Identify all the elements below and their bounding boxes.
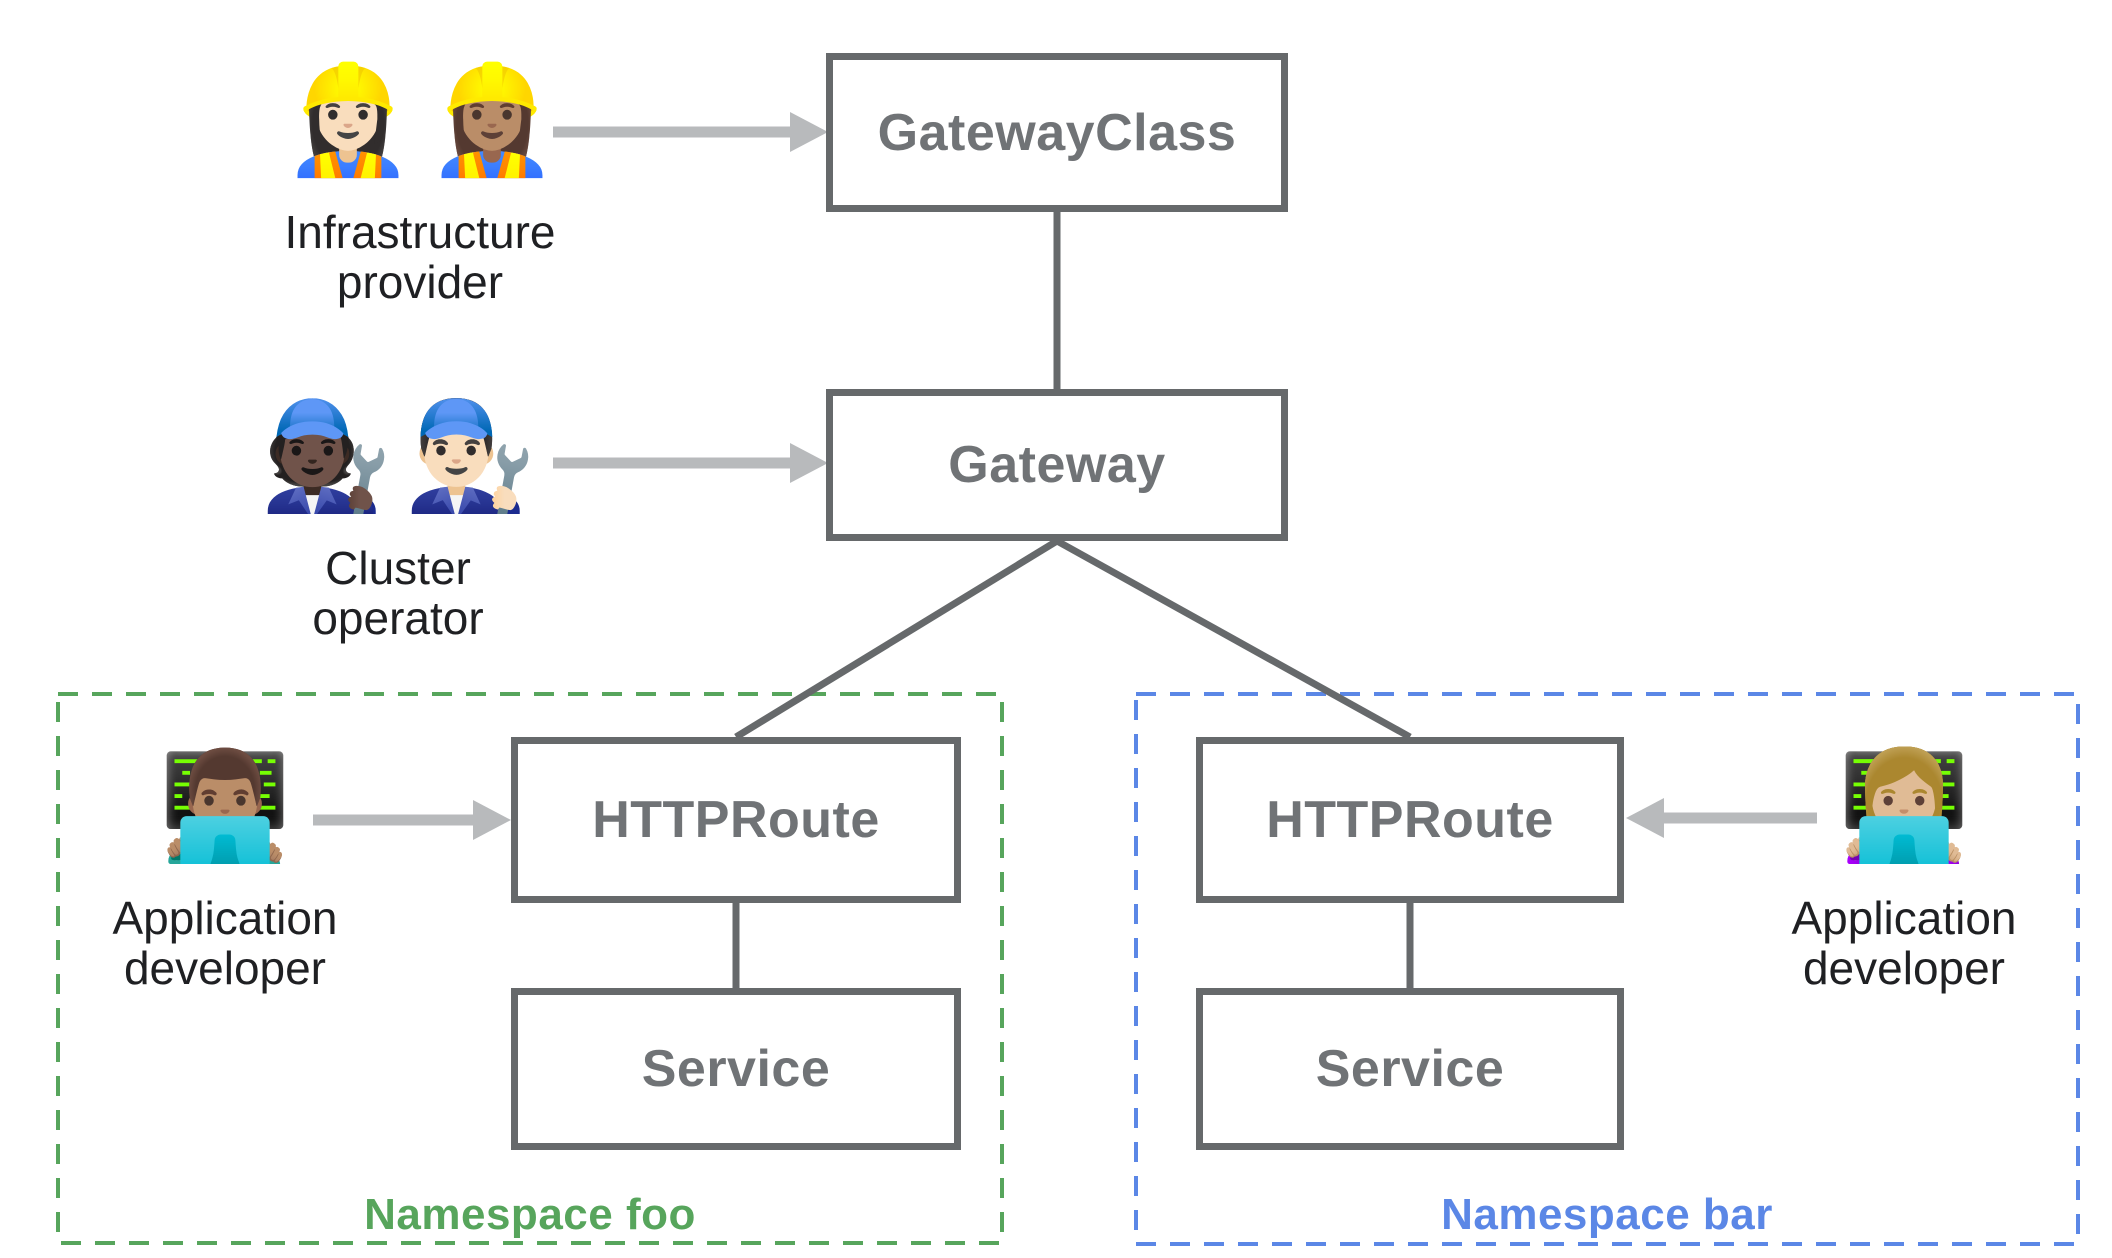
persona-infrastructure-provider: 👷🏻‍♀️ 👷🏽‍♀️ Infrastructure provider xyxy=(240,56,600,307)
node-service-bar-label: Service xyxy=(1315,1040,1505,1098)
arrow-head-icon xyxy=(1626,798,1664,838)
node-httproute-bar: HTTPRoute xyxy=(1196,737,1624,903)
edge-gateway-httproute-foo xyxy=(734,538,1059,740)
arrow-head-icon xyxy=(473,800,511,840)
arrow-head-icon xyxy=(790,112,828,152)
persona-app-developer-bar: 👩🏼‍💻 Application developer xyxy=(1744,742,2064,993)
node-service-foo-label: Service xyxy=(641,1040,831,1098)
node-service-bar: Service xyxy=(1196,988,1624,1150)
node-gatewayclass: GatewayClass xyxy=(826,53,1288,212)
persona-app-developer-foo-label: Application developer xyxy=(112,892,338,995)
persona-app-developer-foo: 👨🏽‍💻 Application developer xyxy=(65,742,385,993)
mechanic-dark-icon: 🧑🏿‍🔧 xyxy=(260,394,392,517)
node-gateway: Gateway xyxy=(826,389,1288,541)
arrow-app-developer-to-httproute-bar xyxy=(1626,798,1817,838)
namespace-bar-label: Namespace bar xyxy=(1441,1190,1773,1239)
persona-cluster-operator: 🧑🏿‍🔧 👨🏻‍🔧 Cluster operator xyxy=(218,392,578,643)
persona-app-developer-foo-icons: 👨🏽‍💻 xyxy=(159,742,291,869)
persona-app-developer-bar-icons: 👩🏼‍💻 xyxy=(1838,742,1970,869)
persona-app-developer-bar-label: Application developer xyxy=(1791,892,2017,995)
man-technologist-icon: 👨🏽‍💻 xyxy=(159,744,291,867)
persona-infrastructure-provider-label: Infrastructure provider xyxy=(284,206,556,309)
persona-cluster-operator-icons: 🧑🏿‍🔧 👨🏻‍🔧 xyxy=(260,392,536,519)
edge-gateway-httproute-bar xyxy=(1055,537,1412,741)
woman-construction-worker-medium-icon: 👷🏽‍♀️ xyxy=(426,58,558,181)
persona-infrastructure-provider-icons: 👷🏻‍♀️ 👷🏽‍♀️ xyxy=(282,56,558,183)
node-gatewayclass-label: GatewayClass xyxy=(877,103,1237,162)
arrow-app-developer-to-httproute-foo xyxy=(313,800,511,840)
node-httproute-foo: HTTPRoute xyxy=(511,737,961,903)
man-mechanic-light-icon: 👨🏻‍🔧 xyxy=(404,394,536,517)
node-httproute-bar-label: HTTPRoute xyxy=(1266,791,1554,849)
arrow-head-icon xyxy=(790,443,828,483)
node-httproute-foo-label: HTTPRoute xyxy=(592,791,880,849)
persona-cluster-operator-label: Cluster operator xyxy=(312,542,484,645)
arrow-infrastructure-provider-to-gatewayclass xyxy=(553,112,828,152)
node-service-foo: Service xyxy=(511,988,961,1150)
arrow-cluster-operator-to-gateway xyxy=(553,443,828,483)
node-gateway-label: Gateway xyxy=(948,436,1166,494)
woman-construction-worker-light-icon: 👷🏻‍♀️ xyxy=(282,58,414,181)
namespace-foo-label: Namespace foo xyxy=(364,1190,696,1239)
woman-technologist-icon: 👩🏼‍💻 xyxy=(1838,744,1970,867)
